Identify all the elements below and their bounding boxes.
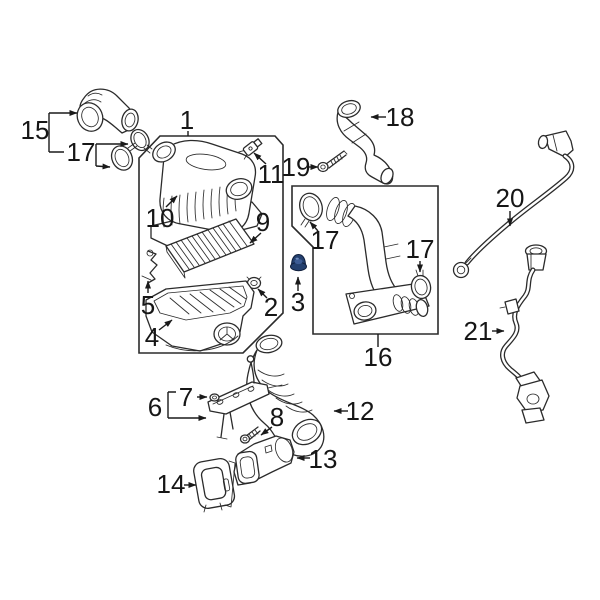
part-21-hose [499,244,550,424]
callout-2-label[interactable]: 2 [264,292,278,322]
callout-21-label[interactable]: 21 [464,316,493,346]
callout-3[interactable]: 3 [291,276,305,317]
callout-7-label[interactable]: 7 [179,382,193,412]
callout-8-label[interactable]: 8 [270,402,284,432]
callout-20-label[interactable]: 20 [496,183,525,213]
callout-5[interactable]: 5 [141,280,155,320]
callout-12-label[interactable]: 12 [346,396,375,426]
callout-12[interactable]: 12 [333,396,375,426]
part-18-air-duct [336,99,394,185]
part-5-retainer-clip [141,249,158,284]
part-20-hose [452,130,575,279]
callout-21[interactable]: 21 [464,316,505,346]
part-17-clamp-box16-right [410,269,432,300]
callout-17b[interactable]: 17 [309,221,340,255]
group-box-1 [138,135,284,354]
callout-15[interactable]: 15 [21,110,78,153]
group-box-16 [291,185,439,335]
callout-2[interactable]: 2 [257,288,278,322]
part-17-clamp-lower [110,142,138,171]
callout-18-label[interactable]: 18 [386,102,415,132]
callout-13-label[interactable]: 13 [309,444,338,474]
callout-17c[interactable]: 17 [406,234,435,273]
part-11-sensor [238,138,263,160]
callout-11[interactable]: 11 [253,152,285,189]
part-9-air-filter-element [165,218,255,279]
callout-3-label[interactable]: 3 [291,287,305,317]
callout-8[interactable]: 8 [260,402,284,436]
callout-20[interactable]: 20 [496,183,525,227]
part-17-clamp-box16-left [299,192,323,228]
callout-19-label[interactable]: 19 [282,152,311,182]
callout-16[interactable]: 16 [364,334,393,372]
part-10-air-cleaner-cover [150,139,263,249]
part-3-nut-highlighted[interactable] [290,253,307,272]
callout-18[interactable]: 18 [370,102,415,132]
callout-5-label[interactable]: 5 [141,290,155,320]
callout-11-label[interactable]: 11 [258,159,285,189]
callout-9-label[interactable]: 9 [256,207,270,237]
part-6-bracket [207,355,283,440]
callout-1-label[interactable]: 1 [180,105,194,135]
callout-17a[interactable]: 17 [67,137,129,170]
part-16-intake-tube [326,197,430,325]
callout-1[interactable]: 1 [180,105,194,136]
callout-15-label[interactable]: 15 [21,115,50,145]
callout-19[interactable]: 19 [282,152,319,182]
callout-9[interactable]: 9 [249,207,270,244]
callout-4-label[interactable]: 4 [145,322,159,352]
callout-17c-label[interactable]: 17 [406,234,435,264]
part-8-bolt [239,426,261,444]
part-14-duct-end [193,457,236,513]
part-15-air-inlet-duct [76,88,139,134]
callout-10[interactable]: 10 [146,195,178,233]
callout-10-label[interactable]: 10 [146,203,175,233]
callout-14-label[interactable]: 14 [157,469,186,499]
callout-17a-label[interactable]: 17 [67,137,96,167]
part-4-air-cleaner-base [145,280,255,352]
callout-4[interactable]: 4 [145,319,173,352]
part-13-duct-section [233,435,295,486]
callout-7[interactable]: 7 [179,382,208,412]
callout-17b-label[interactable]: 17 [311,225,340,255]
part-7-nut [209,393,220,402]
callout-6[interactable]: 6 [148,391,207,422]
callout-6-label[interactable]: 6 [148,392,162,422]
callout-13[interactable]: 13 [296,444,338,474]
part-19-bolt [317,150,348,173]
callout-14[interactable]: 14 [157,469,197,499]
part-12-intake-duct [246,334,325,457]
